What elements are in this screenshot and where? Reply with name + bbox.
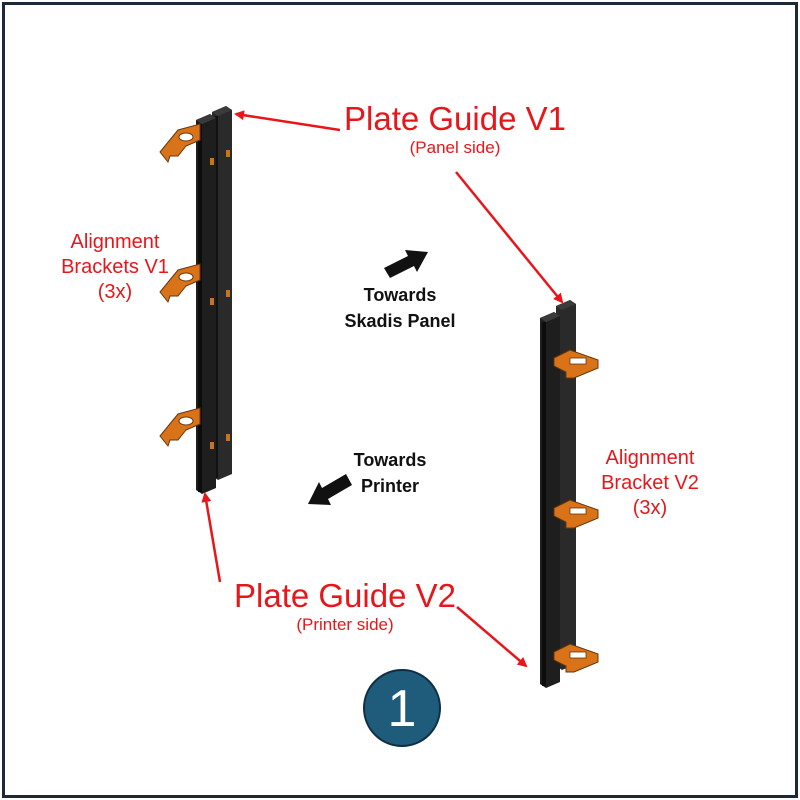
alignment-bracket-v2-line2: Bracket V2 [601, 472, 699, 494]
plate-guide-v1-title: Plate Guide V1 [344, 100, 566, 137]
plate-guide-v1-rail-right [556, 300, 576, 670]
arrow-towards-panel-icon [384, 250, 428, 278]
alignment-brackets-v1-line2: Brackets V1 [61, 256, 169, 278]
plate-guide-v2-rail [196, 114, 216, 494]
plate-guide-v2-title: Plate Guide V2 [234, 577, 456, 614]
rail-slots [210, 150, 230, 449]
alignment-bracket-v2-middle [553, 499, 599, 529]
alignment-bracket-v2-line1: Alignment [605, 447, 695, 469]
step-number-badge: 1 [363, 669, 441, 747]
plate-guide-v2-rail-right [540, 312, 560, 688]
arrow-plate-guide-v1-left [234, 110, 341, 132]
arrow-plate-guide-v2-right [456, 606, 528, 668]
arrow-plate-guide-v2-left [201, 492, 222, 583]
towards-panel-line1: Towards [363, 285, 437, 305]
alignment-bracket-v1-bottom [159, 407, 201, 448]
alignment-bracket-v2-label: Alignment Bracket V2 (3x) [580, 446, 720, 521]
left-plate-guide-assembly [159, 106, 232, 494]
alignment-brackets-v1-line3: (3x) [97, 281, 133, 303]
alignment-brackets-v1-label: Alignment Brackets V1 (3x) [40, 230, 190, 305]
alignment-bracket-v1-top [159, 123, 201, 164]
alignment-bracket-v2-bottom [553, 643, 599, 673]
alignment-bracket-v2-line3: (3x) [632, 497, 668, 519]
arrow-towards-printer-icon [308, 474, 352, 505]
towards-printer-label: Towards Printer [330, 447, 450, 499]
plate-guide-v1-subtitle: (Panel side) [409, 138, 501, 157]
towards-panel-label: Towards Skadis Panel [330, 282, 470, 334]
arrow-plate-guide-v1-right [455, 171, 564, 304]
alignment-brackets-v1-line1: Alignment [70, 231, 160, 253]
plate-guide-v1-label: Plate Guide V1 (Panel side) [340, 100, 570, 158]
towards-printer-line1: Towards [353, 450, 427, 470]
towards-printer-line2: Printer [360, 476, 420, 496]
towards-panel-line2: Skadis Panel [344, 311, 456, 331]
right-plate-guide-assembly [540, 300, 599, 688]
plate-guide-v2-label: Plate Guide V2 (Printer side) [225, 577, 465, 635]
alignment-bracket-v1-middle [159, 263, 201, 304]
plate-guide-v2-subtitle: (Printer side) [296, 615, 394, 634]
alignment-bracket-v2-top [553, 349, 599, 379]
